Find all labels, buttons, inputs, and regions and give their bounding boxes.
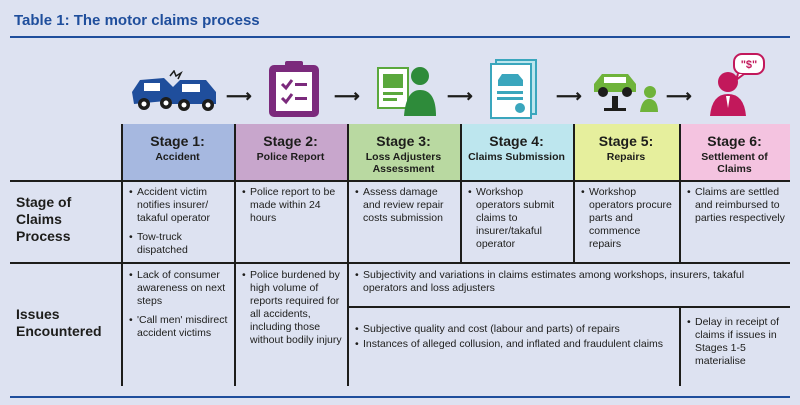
arrow-2-icon: ⟶ [334, 86, 360, 106]
divider [347, 124, 349, 386]
clipboard-check-icon [269, 61, 319, 117]
top-rule [10, 36, 790, 38]
list-item: Subjectivity and variations in claims es… [355, 269, 783, 295]
list-item: 'Call men' misdirect accident victims [129, 314, 229, 340]
stage-5-name: Repairs [606, 151, 646, 163]
stage-4-name: Claims Submission [468, 151, 565, 163]
arrow-1-icon: ⟶ [226, 86, 252, 106]
divider [679, 306, 681, 386]
list-item: Lack of consumer awareness on next steps [129, 269, 229, 308]
issues-cell-stage-1: Lack of consumer awareness on next steps… [129, 269, 229, 346]
divider [347, 306, 790, 308]
divider [10, 262, 790, 264]
process-cell-stage-2: Police report to be made within 24 hours [242, 186, 342, 231]
adjuster-document-icon [377, 67, 436, 116]
divider [573, 124, 575, 262]
stage-1-name: Accident [155, 151, 200, 163]
issues-cell-stage-6: Delay in receipt of claims if issues in … [687, 316, 785, 374]
row-label-issues: Issues Encountered [16, 306, 102, 339]
list-item: Police report to be made within 24 hours [242, 186, 342, 225]
list-item: Police burdened by high volume of report… [242, 269, 342, 347]
process-cell-stage-4: Workshop operators submit claims to insu… [468, 186, 568, 257]
bottom-rule [10, 396, 790, 398]
divider [121, 124, 123, 386]
stage-4-header: Stage 4: Claims Submission [460, 124, 573, 180]
list-item: Accident victim notifies insurer/ takafu… [129, 186, 229, 225]
divider [460, 124, 462, 262]
stage-6-name: Settlement of Claims [701, 151, 768, 175]
list-item: Tow-truck dispatched [129, 231, 229, 257]
businessman-dollar-icon: "$" [710, 53, 765, 116]
stage-4-label: Stage 4: [489, 133, 544, 149]
divider [10, 180, 790, 182]
row-label-process: Stage of Claims Process [16, 194, 72, 244]
stage-1-label: Stage 1: [150, 133, 205, 149]
process-cell-stage-3: Assess damage and review repair costs su… [355, 186, 457, 231]
stage-2-header: Stage 2: Police Report [234, 124, 347, 180]
stage-5-header: Stage 5: Repairs [573, 124, 679, 180]
table-title: Table 1: The motor claims process [14, 12, 260, 29]
stage-3-label: Stage 3: [376, 133, 431, 149]
stage-6-label: Stage 6: [707, 133, 762, 149]
stage-1-header: Stage 1: Accident [121, 124, 234, 180]
stage-2-label: Stage 2: [263, 133, 318, 149]
list-item: Claims are settled and reimbursed to par… [687, 186, 785, 225]
list-item: Workshop operators submit claims to insu… [468, 186, 568, 251]
arrow-3-icon: ⟶ [447, 86, 473, 106]
car-repair-icon [594, 74, 658, 112]
process-cell-stage-6: Claims are settled and reimbursed to par… [687, 186, 785, 231]
stage-3-header: Stage 3: Loss Adjusters Assessment [347, 124, 460, 180]
issues-cell-stages-3-5: Subjective quality and cost (labour and … [355, 323, 673, 357]
stage-5-label: Stage 5: [598, 133, 654, 149]
car-crash-icon [132, 70, 216, 111]
divider [679, 124, 681, 262]
claims-table: Stage 1: Accident Stage 2: Police Report… [10, 124, 790, 386]
process-cell-stage-1: Accident victim notifies insurer/ takafu… [129, 186, 229, 263]
svg-text:"$": "$" [741, 59, 758, 71]
list-item: Workshop operators procure parts and com… [581, 186, 675, 251]
stage-6-header: Stage 6: Settlement of Claims [679, 124, 790, 180]
list-item: Instances of alleged collusion, and infl… [355, 338, 673, 351]
list-item: Assess damage and review repair costs su… [355, 186, 457, 225]
stage-2-name: Police Report [256, 151, 325, 163]
claim-document-icon [490, 59, 537, 119]
list-item: Delay in receipt of claims if issues in … [687, 316, 785, 368]
issues-cell-stages-3-6: Subjectivity and variations in claims es… [355, 269, 783, 301]
process-cell-stage-5: Workshop operators procure parts and com… [581, 186, 675, 257]
divider [234, 124, 236, 386]
arrow-4-icon: ⟶ [556, 86, 582, 106]
issues-cell-stage-2: Police burdened by high volume of report… [242, 269, 342, 353]
arrow-5-icon: ⟶ [666, 86, 692, 106]
list-item: Subjective quality and cost (labour and … [355, 323, 673, 336]
stage-3-name: Loss Adjusters Assessment [365, 151, 442, 175]
